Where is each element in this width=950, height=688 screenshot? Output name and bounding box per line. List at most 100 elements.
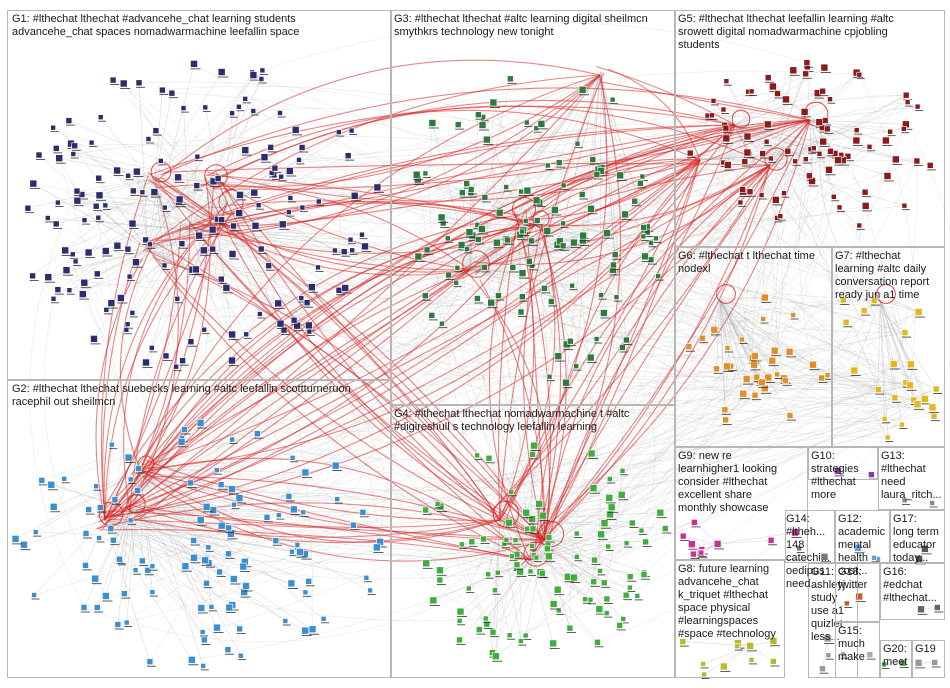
- node-g4-35[interactable]: [573, 553, 580, 560]
- node-g1-122[interactable]: [129, 310, 136, 316]
- node-g9-0[interactable]: [713, 540, 722, 548]
- node-g3-22[interactable]: [523, 186, 532, 195]
- node-g1-48[interactable]: [335, 129, 342, 135]
- node-g1-59[interactable]: [265, 262, 273, 270]
- node-g3-89[interactable]: [464, 246, 470, 252]
- node-g7-7[interactable]: [906, 381, 914, 390]
- node-g7-14[interactable]: [914, 308, 923, 316]
- node-g16-1[interactable]: [933, 604, 941, 611]
- node-g2-85[interactable]: [225, 550, 232, 558]
- node-g3-77[interactable]: [504, 236, 511, 244]
- node-g1-103[interactable]: [236, 191, 244, 199]
- node-g3-4[interactable]: [543, 227, 552, 235]
- node-g5-15[interactable]: [771, 196, 780, 204]
- node-g3-59[interactable]: [598, 292, 604, 299]
- node-g1-104[interactable]: [180, 105, 187, 111]
- node-g5-62[interactable]: [746, 188, 754, 195]
- node-g15-1[interactable]: [866, 651, 874, 658]
- node-g1-32[interactable]: [200, 246, 208, 255]
- node-g4-56[interactable]: [640, 571, 648, 579]
- node-g4-22[interactable]: [512, 537, 519, 544]
- node-g3-76[interactable]: [574, 140, 581, 147]
- node-g3-69[interactable]: [579, 231, 587, 240]
- node-g2-39[interactable]: [287, 579, 296, 588]
- node-g7-10[interactable]: [884, 434, 891, 441]
- node-g2-71[interactable]: [238, 652, 244, 659]
- node-g4-64[interactable]: [456, 636, 463, 644]
- node-g3-84[interactable]: [518, 188, 524, 195]
- node-g9-7[interactable]: [691, 519, 698, 526]
- node-g6-23[interactable]: [751, 391, 759, 399]
- node-g2-87[interactable]: [146, 658, 154, 666]
- node-g1-44[interactable]: [92, 202, 100, 210]
- node-g5-48[interactable]: [763, 138, 770, 145]
- node-g1-119[interactable]: [44, 273, 53, 282]
- node-g3-62[interactable]: [503, 184, 510, 190]
- node-g4-68[interactable]: [623, 540, 630, 546]
- node-g4-92[interactable]: [506, 632, 513, 639]
- node-g4-21[interactable]: [530, 441, 538, 450]
- node-g4-43[interactable]: [539, 511, 547, 520]
- node-g2-10[interactable]: [109, 441, 115, 448]
- node-g16-0[interactable]: [917, 605, 925, 614]
- node-g3-2[interactable]: [587, 205, 595, 213]
- node-g1-93[interactable]: [175, 195, 184, 204]
- node-g2-78[interactable]: [85, 506, 92, 513]
- node-g4-61[interactable]: [543, 545, 551, 553]
- node-g5-32[interactable]: [882, 136, 890, 145]
- node-g2-18[interactable]: [127, 517, 134, 524]
- node-g1-83[interactable]: [124, 245, 132, 253]
- node-g2-106[interactable]: [190, 537, 197, 544]
- node-g3-72[interactable]: [640, 224, 648, 231]
- node-g1-49[interactable]: [150, 188, 159, 196]
- node-g1-70[interactable]: [359, 231, 365, 238]
- node-g5-76[interactable]: [748, 88, 755, 95]
- node-g6-27[interactable]: [685, 343, 693, 351]
- node-g5-37[interactable]: [904, 99, 911, 105]
- node-g3-39[interactable]: [546, 373, 553, 380]
- node-g4-46[interactable]: [634, 593, 641, 599]
- node-g1-45[interactable]: [349, 247, 356, 254]
- node-g5-54[interactable]: [820, 63, 829, 72]
- node-g2-74[interactable]: [301, 626, 310, 635]
- node-g3-30[interactable]: [586, 353, 595, 362]
- node-g3-106[interactable]: [621, 210, 629, 219]
- node-g4-38[interactable]: [522, 508, 531, 517]
- node-g3-94[interactable]: [522, 218, 529, 224]
- node-g1-56[interactable]: [135, 79, 143, 87]
- node-g4-7[interactable]: [661, 525, 669, 532]
- node-g4-79[interactable]: [513, 561, 521, 569]
- node-g2-107[interactable]: [97, 504, 104, 511]
- node-g4-74[interactable]: [605, 494, 614, 502]
- node-g3-24[interactable]: [560, 182, 567, 189]
- node-g3-80[interactable]: [444, 235, 451, 242]
- node-g3-17[interactable]: [463, 180, 471, 187]
- node-g5-81[interactable]: [774, 90, 781, 97]
- node-g19-1[interactable]: [914, 659, 923, 667]
- node-g3-96[interactable]: [518, 293, 526, 301]
- node-g1-57[interactable]: [303, 299, 311, 307]
- node-g3-54[interactable]: [526, 257, 533, 265]
- node-g4-55[interactable]: [642, 538, 649, 546]
- node-g2-86[interactable]: [289, 454, 296, 461]
- node-g3-116[interactable]: [478, 121, 487, 129]
- node-g5-78[interactable]: [834, 156, 842, 164]
- node-g1-3[interactable]: [55, 199, 61, 206]
- node-g2-97[interactable]: [228, 485, 236, 493]
- node-g5-27[interactable]: [866, 144, 873, 150]
- node-g2-50[interactable]: [187, 479, 194, 487]
- node-g4-99[interactable]: [533, 554, 540, 561]
- node-g1-146[interactable]: [61, 246, 70, 255]
- node-g1-98[interactable]: [259, 67, 266, 74]
- node-g4-5[interactable]: [436, 566, 444, 575]
- node-g2-4[interactable]: [208, 604, 215, 610]
- node-g8-5[interactable]: [700, 661, 706, 667]
- node-g4-51[interactable]: [458, 541, 465, 548]
- node-g3-64[interactable]: [478, 225, 486, 233]
- node-g4-88[interactable]: [527, 568, 534, 575]
- node-g1-38[interactable]: [218, 216, 225, 223]
- node-g1-129[interactable]: [29, 179, 38, 188]
- node-g2-55[interactable]: [197, 604, 206, 612]
- node-g1-5[interactable]: [124, 321, 131, 328]
- node-g5-40[interactable]: [792, 158, 799, 165]
